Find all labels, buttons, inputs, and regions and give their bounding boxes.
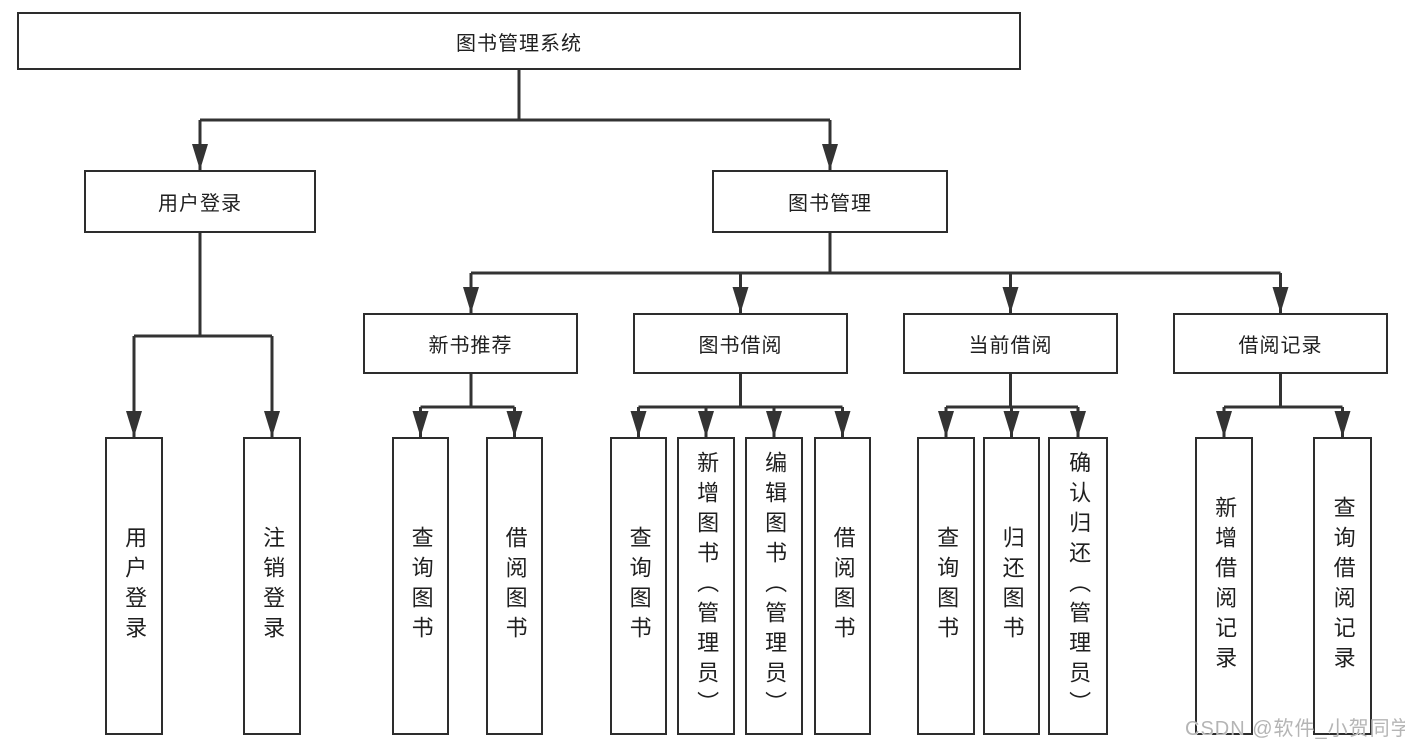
leaf-label: 查询图书 [934,526,960,646]
node-current-borrowing: 当前借阅 [903,313,1118,374]
leaf-query-borrow-record: 查询借阅记录 [1313,437,1372,735]
leaf-logout: 注销登录 [243,437,301,735]
node-book-borrowing: 图书借阅 [633,313,848,374]
node-root: 图书管理系统 [17,12,1021,70]
node-label: 借阅记录 [1238,335,1323,357]
leaf-confirm-return-admin: 确认归还（管理员） [1048,437,1108,735]
leaf-label: 借阅图书 [502,526,528,646]
node-label: 用户登录 [158,193,242,215]
watermark: CSDN @软件_小贺同学 [1185,718,1405,740]
node-borrowing-records: 借阅记录 [1173,313,1388,374]
leaf-user-login: 用户登录 [105,437,163,735]
node-label: 当前借阅 [968,335,1053,357]
leaf-label: 借阅图书 [830,526,856,646]
leaf-edit-books-admin: 编辑图书（管理员） [745,437,803,735]
leaf-label: 归还图书 [999,526,1025,646]
leaf-label: 查询借阅记录 [1330,496,1356,676]
node-label: 新书推荐 [428,335,513,357]
leaf-query-books-recommend: 查询图书 [392,437,449,735]
node-user-login: 用户登录 [84,170,316,233]
leaf-label: 用户登录 [122,526,148,646]
leaf-label: 确认归还（管理员） [1066,451,1092,721]
node-new-book-recommend: 新书推荐 [363,313,578,374]
leaf-add-borrow-record: 新增借阅记录 [1195,437,1253,735]
connector-lines [132,70,1344,437]
leaf-borrow-books-borrowing: 借阅图书 [814,437,871,735]
node-label: 图书借阅 [698,335,783,357]
leaf-return-books: 归还图书 [983,437,1040,735]
leaf-label: 编辑图书（管理员） [762,451,788,721]
leaf-label: 新增借阅记录 [1212,496,1238,676]
leaf-label: 查询图书 [626,526,652,646]
leaf-label: 查询图书 [408,526,434,646]
node-book-management: 图书管理 [712,170,948,233]
leaf-label: 注销登录 [260,526,286,646]
connector-arrowheads [126,144,1351,437]
leaf-query-books-current: 查询图书 [917,437,975,735]
leaf-add-books-admin: 新增图书（管理员） [677,437,735,735]
leaf-label: 新增图书（管理员） [694,451,720,721]
node-label: 图书管理系统 [456,32,582,55]
node-label: 图书管理 [788,193,872,215]
leaf-query-books-borrowing: 查询图书 [610,437,667,735]
leaf-borrow-books-recommend: 借阅图书 [486,437,543,735]
